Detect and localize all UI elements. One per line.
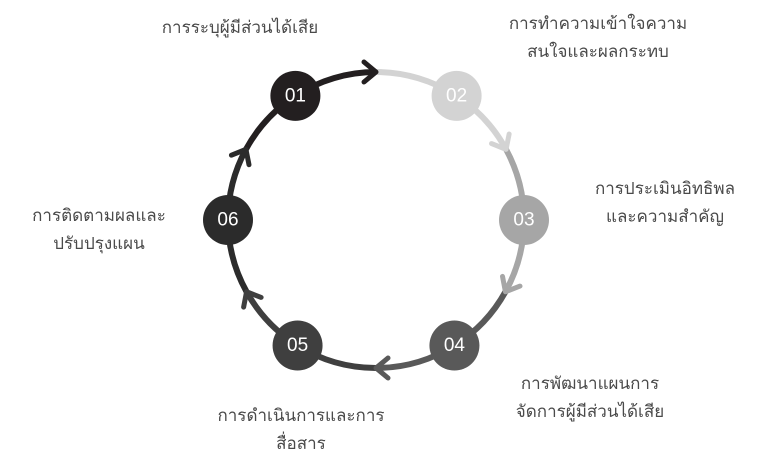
- arrow-chevron-icon: [500, 273, 523, 295]
- arrow-chevron-icon: [228, 146, 252, 168]
- label-line: การติดตามผลและ: [32, 206, 166, 226]
- step-label-04: การพัฒนาแผนการ จัดการผู้มีส่วนได้เสีย: [490, 370, 690, 426]
- step-number: 05: [287, 335, 308, 356]
- label-line: การพัฒนาแผนการ: [520, 374, 660, 394]
- label-line: การระบุผู้มีส่วนได้เสีย: [161, 18, 319, 38]
- step-node-06: 06: [203, 195, 253, 245]
- step-node-circle: [499, 195, 549, 245]
- step-node-circle: [429, 320, 480, 371]
- step-node-circle: [203, 195, 253, 245]
- step-node-circle: [270, 70, 321, 121]
- step-node-circle: [272, 320, 323, 371]
- arrow-chevron-icon: [489, 131, 512, 152]
- arrow-chevron-icon: [361, 59, 379, 85]
- step-number: 06: [217, 210, 238, 231]
- label-line: จัดการผู้มีส่วนได้เสีย: [515, 402, 665, 422]
- label-line: สื่อสาร: [276, 434, 326, 454]
- step-node-05: 05: [272, 320, 323, 371]
- step-number: 01: [285, 85, 306, 106]
- step-number: 04: [444, 335, 466, 356]
- step-label-01: การระบุผู้มีส่วนได้เสีย: [140, 14, 340, 42]
- label-line: ปรับปรุงแผน: [53, 234, 145, 254]
- step-node-01: 01: [270, 70, 321, 121]
- label-line: การประเมินอิทธิพล: [594, 179, 736, 199]
- label-line: และความสำคัญ: [606, 207, 724, 227]
- step-label-03: การประเมินอิทธิพล และความสำคัญ: [575, 175, 755, 231]
- step-number: 02: [446, 85, 467, 106]
- step-node-04: 04: [429, 320, 480, 371]
- step-label-06: การติดตามผลและ ปรับปรุงแผน: [14, 202, 184, 258]
- step-number: 03: [513, 210, 534, 231]
- arrow-chevron-icon: [241, 289, 264, 310]
- step-node-circle: [431, 70, 482, 121]
- label-line: การทำความเข้าใจความ: [508, 14, 688, 34]
- label-line: การดำเนินการและการ: [217, 406, 385, 426]
- step-node-02: 02: [431, 70, 482, 121]
- step-label-05: การดำเนินการและการ สื่อสาร: [196, 402, 406, 458]
- arrow-chevron-icon: [373, 355, 391, 381]
- label-line: สนใจและผลกระทบ: [527, 42, 669, 62]
- step-label-02: การทำความเข้าใจความ สนใจและผลกระทบ: [488, 10, 708, 66]
- step-node-03: 03: [499, 195, 549, 245]
